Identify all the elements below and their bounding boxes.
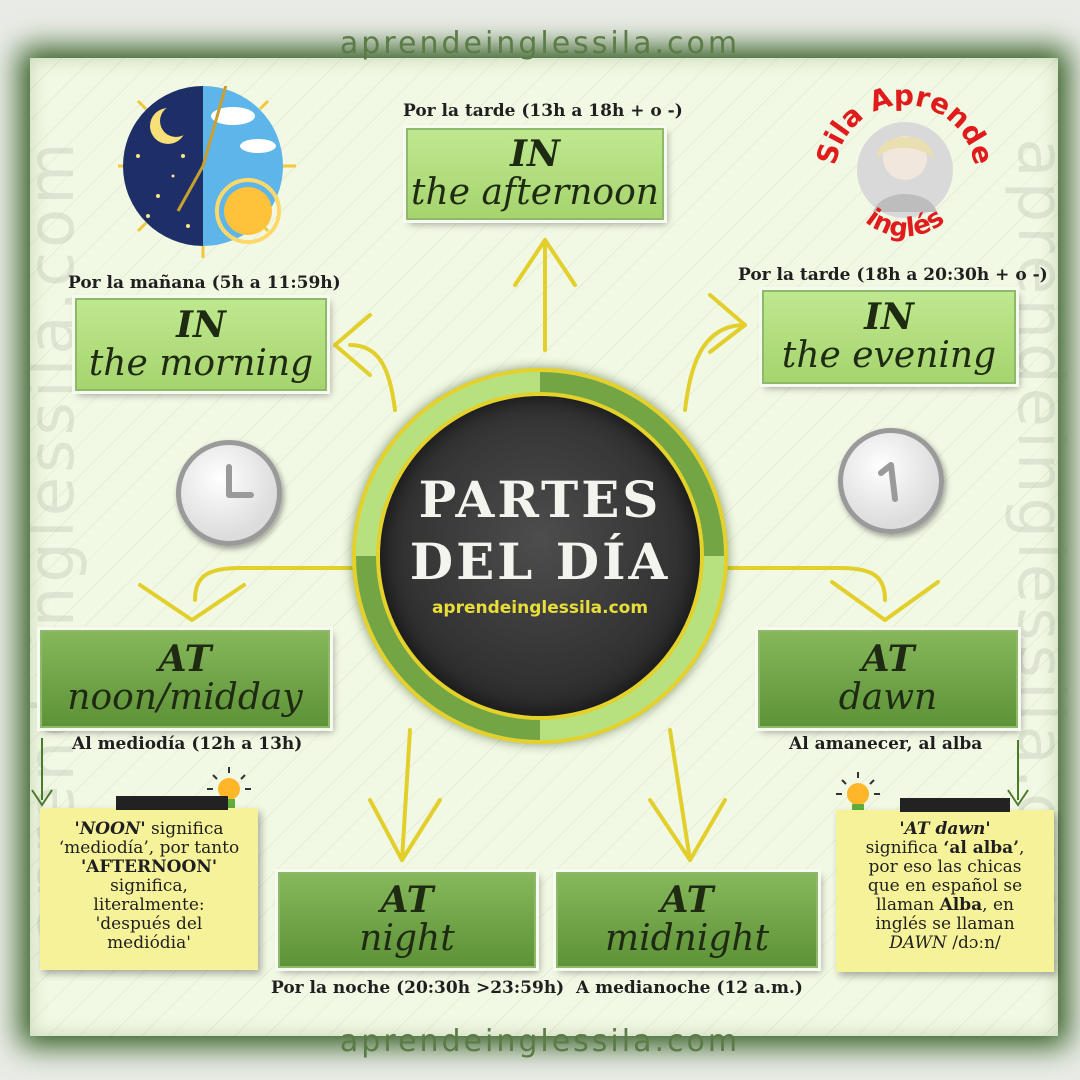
caption-morning: Por la mañana (5h a 11:59h) [68,273,341,293]
note-right-dawn: DAWN [889,933,947,954]
box-night: AT night [275,869,539,971]
note-left-line6: 'después del [95,914,203,935]
box-noon: AT noon/midday [37,627,333,731]
hub-website: aprendeinglessila.com [431,598,649,618]
caption-afternoon: Por la tarde (13h a 18h + o -) [403,101,683,121]
watermark-bottom: aprendeinglessila.com [339,1024,741,1059]
note-left-noon: 'NOON' [74,819,146,839]
caption-noon: Al mediodía (12h a 13h) [72,734,303,754]
hub-center [380,396,700,716]
note-right-alalba: ‘al alba’ [943,838,1020,859]
watermark-top: aprendeinglessila.com [339,26,741,61]
prep-morning: IN [176,303,226,346]
lightbulb-icon-left [207,767,251,808]
prep-night: AT [380,879,434,922]
sun-moon-clock-icon [118,86,296,258]
note-left-line4: significa, [110,876,188,897]
arrow-noon [193,566,362,602]
hub-title-line2: DEL DÍA [409,532,671,591]
note-right-line4: que en español se [867,876,1023,897]
box-afternoon: IN the afternoon [403,125,667,223]
box-midnight: AT midnight [553,869,821,971]
note-left-line5: literalmente: [93,895,205,916]
phrase-evening: the evening [781,335,997,376]
prep-midnight: AT [660,879,714,922]
phrase-afternoon: the afternoon [411,172,659,213]
arrow-morning [348,343,397,412]
prep-dawn: AT [861,638,915,681]
arrow-midnight [668,728,692,862]
note-right: 'AT dawn' significa ‘al alba’, por eso l… [836,798,1054,972]
arrow-evening [683,323,747,412]
note-left-line7: mediódia' [107,933,191,954]
note-right-line3: por eso las chicas [868,857,1022,878]
phrase-noon: noon/midday [67,677,303,718]
box-morning: IN the morning [72,295,330,394]
note-left-afternoon: 'AFTERNOON' [80,857,218,878]
note-right-alba: Alba [939,895,983,916]
clock-icon-right [838,428,944,534]
tape-left [116,796,228,810]
phrase-night: night [359,918,455,959]
tape-right [900,798,1010,812]
caption-evening: Por la tarde (18h a 20:30h + o -) [738,265,1048,285]
caption-midnight: A medianoche (12 a.m.) [576,978,803,998]
phrase-midnight: midnight [604,918,770,959]
prep-evening: IN [864,296,914,339]
note-right-line6: inglés se llaman [875,914,1015,935]
caption-dawn: Al amanecer, al alba [789,734,983,754]
hub-title-line1: PARTES [418,470,662,529]
prep-noon: AT [158,638,212,681]
note-right-atdawn: 'AT dawn' [899,819,991,839]
prep-afternoon: IN [510,133,560,176]
portrait-badge: Sila Aprende inglés [815,80,995,244]
phrase-dawn: dawn [838,677,938,718]
lightbulb-icon-right [836,772,880,813]
note-left: 'NOON' significa ‘mediodía’, por tanto '… [40,796,258,970]
phrase-morning: the morning [88,342,314,384]
arrow-dawn [718,566,887,602]
arrow-night [400,728,412,862]
note-left-line2: ‘mediodía’, por tanto [58,838,240,859]
box-evening: IN the evening [759,287,1019,387]
clock-icon-left [176,440,282,546]
caption-night: Por la noche (20:30h >23:59h) [271,978,565,998]
box-dawn: AT dawn [755,627,1021,731]
